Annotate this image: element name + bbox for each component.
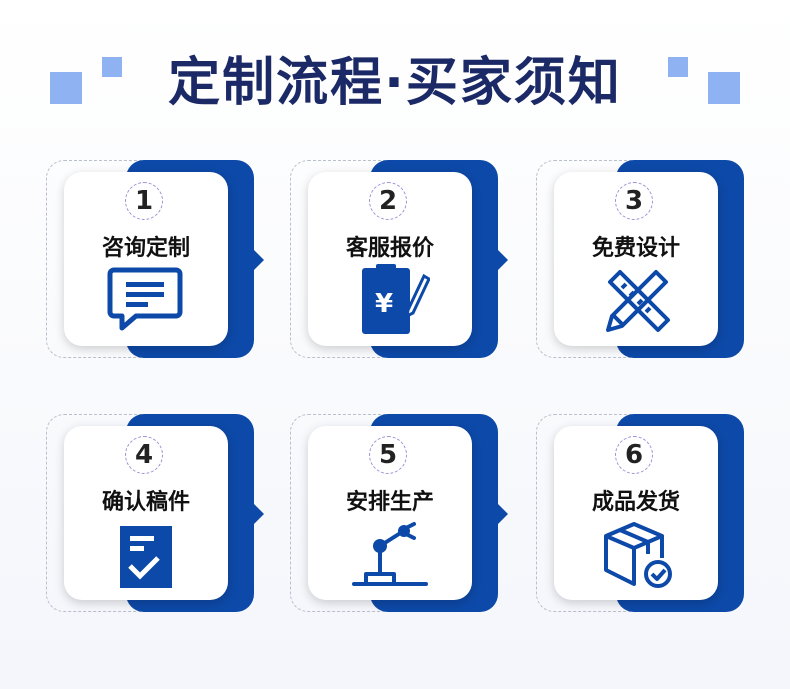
- step-card: 4 确认稿件: [64, 426, 228, 600]
- step-card: 2 客服报价 ¥: [308, 172, 472, 346]
- step-number: 4: [125, 436, 163, 474]
- title-decor-right-small: [668, 57, 688, 77]
- step-label: 安排生产: [345, 490, 434, 515]
- step-1: 1 咨询定制: [46, 160, 264, 362]
- ruler-pencil-icon: [606, 270, 670, 332]
- step-5: 5 安排生产: [290, 414, 508, 616]
- step-label: 成品发货: [591, 490, 680, 515]
- arrow-right-icon: [252, 248, 264, 272]
- arrow-right-icon: [496, 502, 508, 526]
- step-card: 1 咨询定制: [64, 172, 228, 346]
- step-number: 5: [369, 436, 407, 474]
- step-2: 2 客服报价 ¥: [290, 160, 508, 362]
- step-label: 确认稿件: [101, 490, 190, 515]
- price-clipboard-icon: ¥: [362, 264, 430, 334]
- step-number: 6: [615, 436, 653, 474]
- title-decor-right-large: [708, 72, 740, 104]
- title-decor-left-small: [102, 57, 122, 77]
- step-6: 6 成品发货: [536, 414, 746, 616]
- robot-arm-icon: [352, 522, 428, 586]
- step-card: 5 安排生产: [308, 426, 472, 600]
- step-label: 客服报价: [345, 236, 434, 261]
- chat-icon: [107, 267, 183, 331]
- title-decor-left-large: [50, 72, 82, 104]
- step-card: 3 免费设计: [554, 172, 718, 346]
- document-check-icon: [120, 526, 172, 588]
- page-title: 定制流程·买家须知: [168, 53, 622, 113]
- arrow-right-icon: [496, 248, 508, 272]
- package-check-icon: [604, 522, 672, 588]
- step-3: 3 免费设计: [536, 160, 746, 362]
- step-4: 4 确认稿件: [46, 414, 264, 616]
- step-card: 6 成品发货: [554, 426, 718, 600]
- arrow-right-icon: [252, 502, 264, 526]
- step-label: 免费设计: [591, 236, 680, 261]
- svg-text:¥: ¥: [375, 289, 393, 319]
- step-number: 2: [369, 182, 407, 220]
- step-number: 1: [125, 182, 163, 220]
- step-number: 3: [615, 182, 653, 220]
- step-label: 咨询定制: [101, 236, 190, 261]
